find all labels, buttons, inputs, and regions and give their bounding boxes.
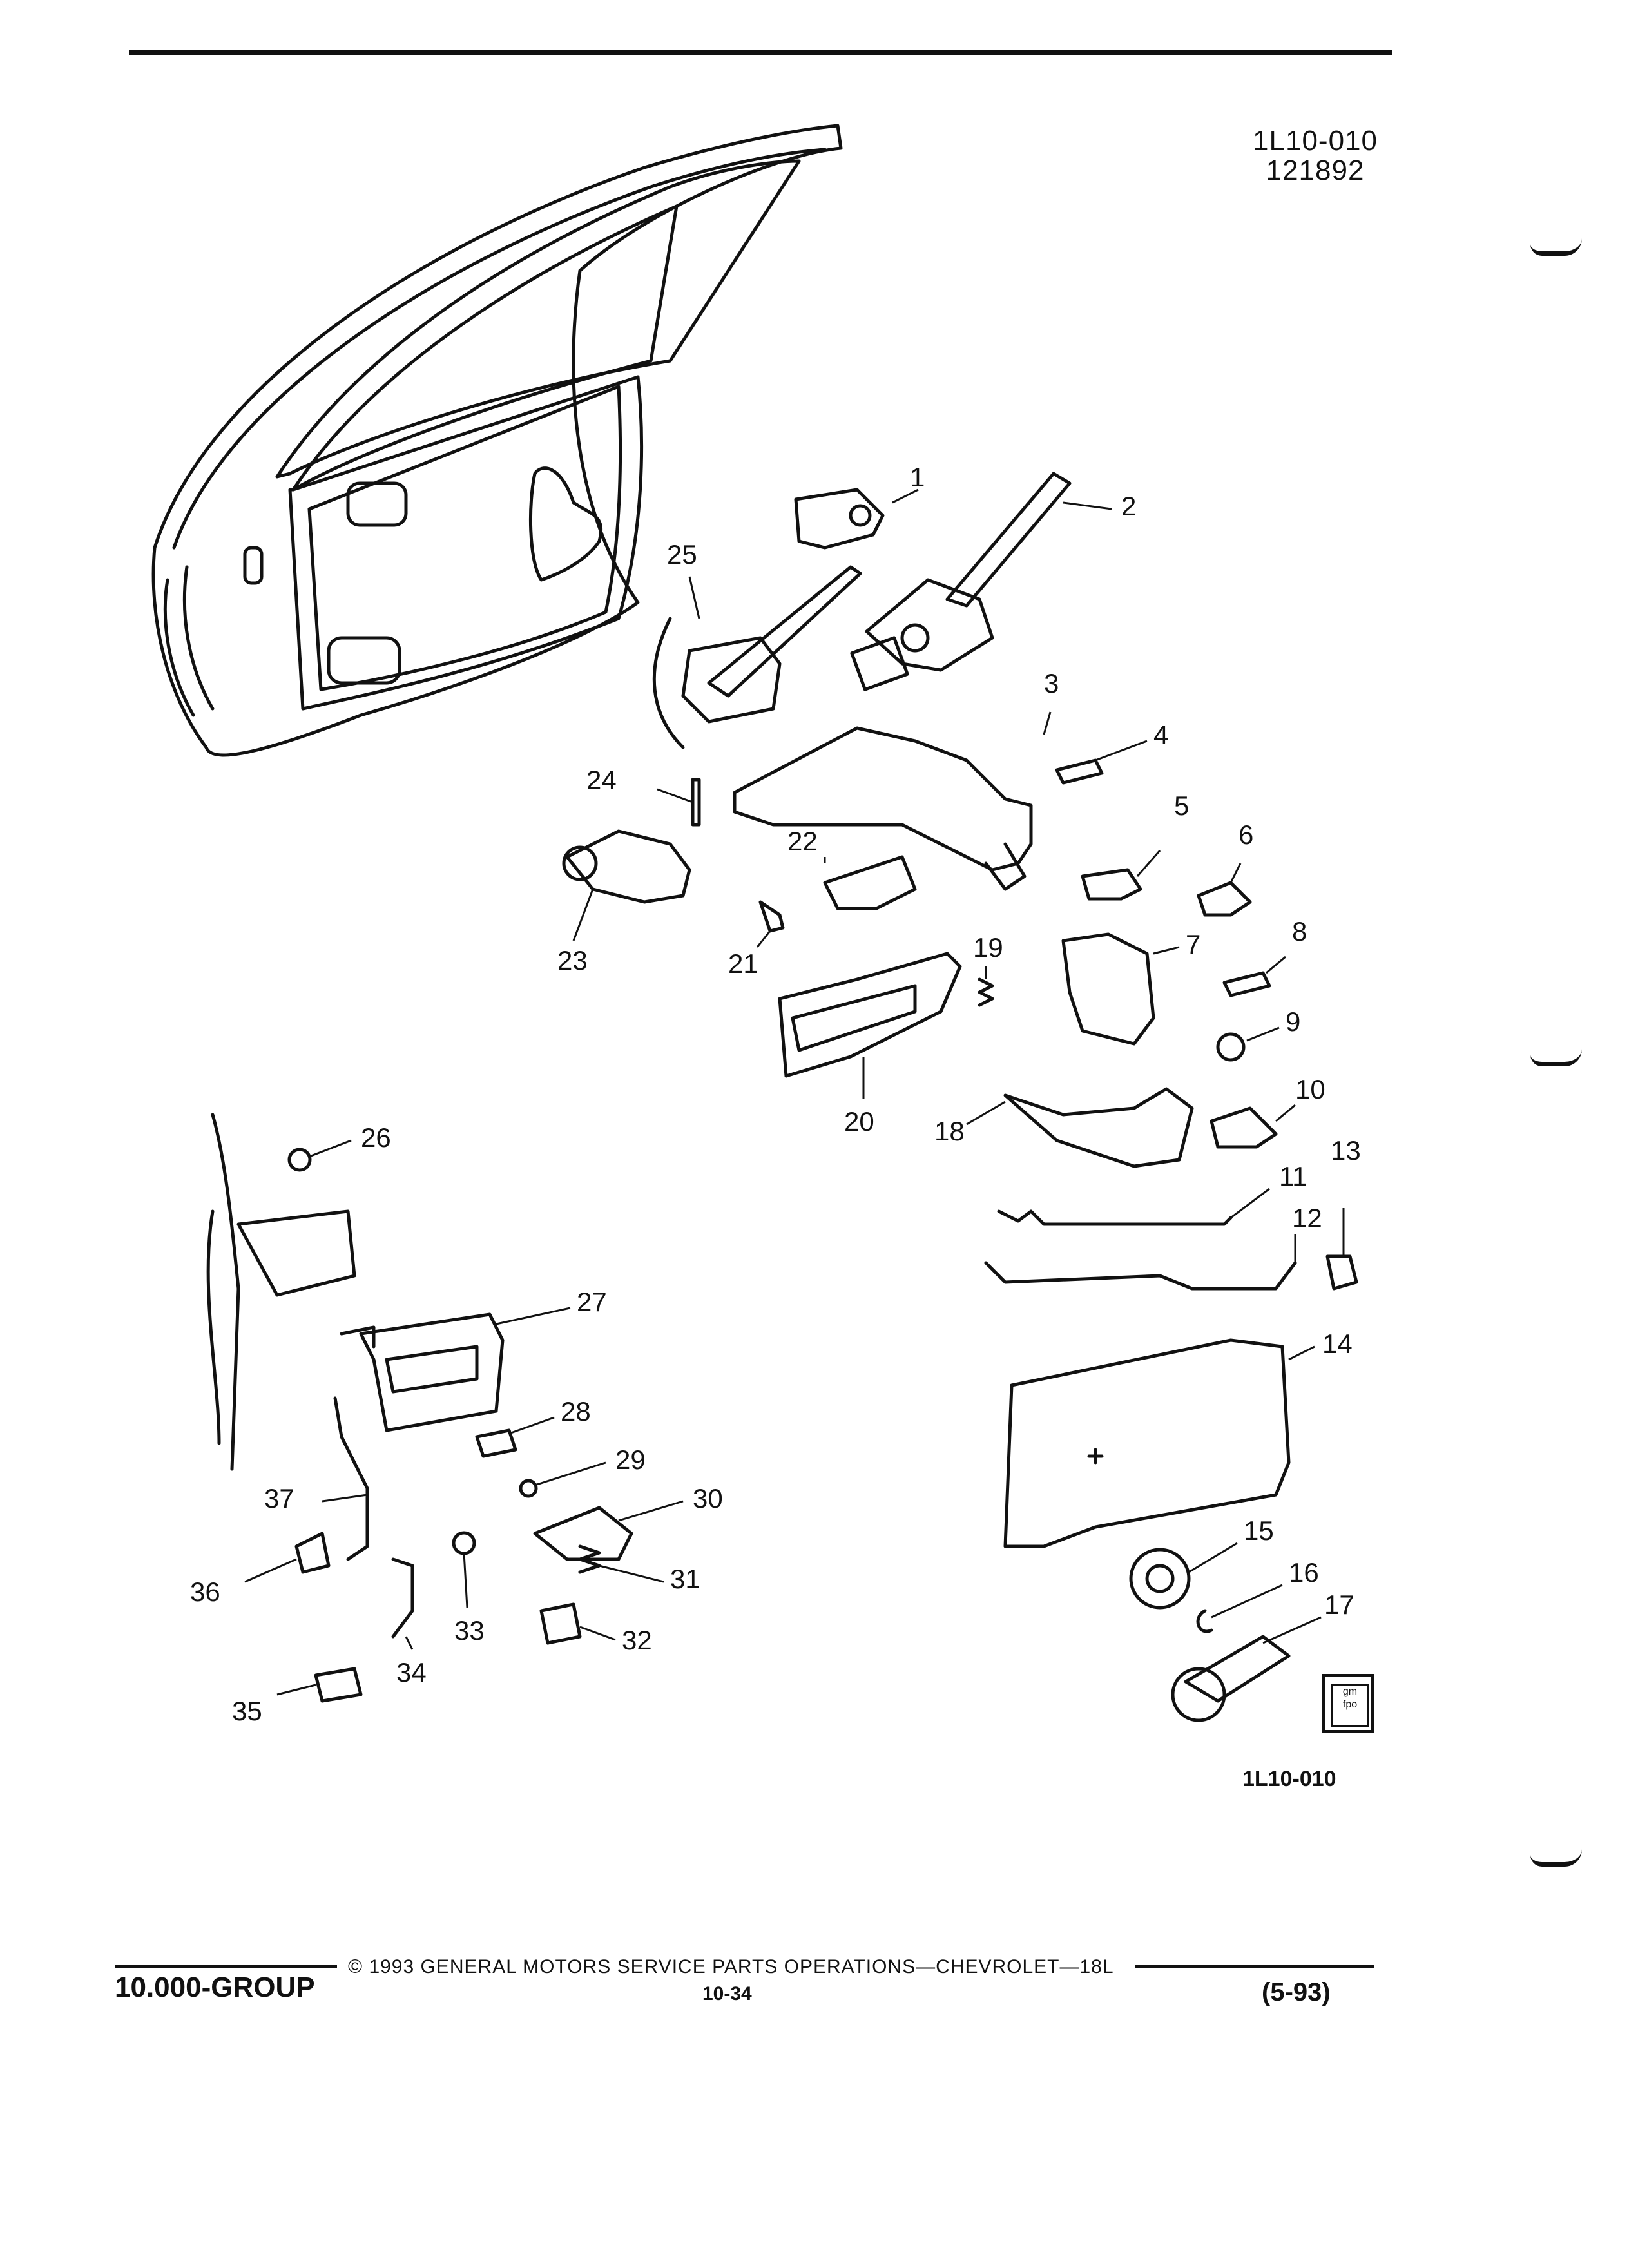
callout-12: 12 [1292, 1203, 1322, 1233]
part-22-bracket [823, 855, 917, 910]
part-9-clip [1216, 1032, 1246, 1062]
part-34-rod [391, 1557, 414, 1639]
callout-18: 18 [934, 1116, 965, 1146]
part-2-window-regulator [850, 472, 1072, 691]
callout-24: 24 [586, 765, 617, 795]
part-12-rod [984, 1261, 1297, 1291]
callout-3: 3 [1044, 668, 1059, 698]
part-23-regulator-motor [565, 829, 691, 904]
part-3-module [733, 726, 1033, 872]
binder-mark [1530, 1049, 1582, 1066]
callout-33: 33 [454, 1615, 485, 1646]
callout-27: 27 [577, 1287, 607, 1317]
part-16-clip [1196, 1609, 1213, 1633]
part-19-spring [978, 977, 994, 1007]
part-33-pawl [452, 1531, 476, 1555]
logo-text: gm fpo [1331, 1684, 1369, 1727]
callout-35: 35 [232, 1696, 262, 1726]
callout-19: 19 [973, 932, 1003, 963]
callout-31: 31 [670, 1564, 700, 1594]
callout-9: 9 [1286, 1006, 1300, 1037]
part-35-clip [314, 1667, 363, 1703]
callout-6: 6 [1239, 820, 1253, 850]
callout-32: 32 [622, 1625, 652, 1655]
part-30-lock-cylinder [533, 1506, 633, 1561]
callout-17: 17 [1324, 1590, 1354, 1620]
part-1-bracket [794, 488, 885, 550]
callout-30: 30 [693, 1483, 723, 1514]
part-29-clip [519, 1479, 538, 1498]
callout-36: 36 [190, 1577, 220, 1607]
callout-23: 23 [557, 945, 588, 975]
part-36-clip [294, 1532, 331, 1574]
callout-4: 4 [1153, 720, 1168, 750]
callout-7: 7 [1186, 929, 1200, 959]
outer-door-panel [206, 1113, 356, 1471]
callout-11: 11 [1279, 1161, 1307, 1191]
part-8-screw [1222, 971, 1271, 997]
part-26-bumper [287, 1148, 312, 1172]
figure-number: 121892 [1266, 155, 1365, 186]
top-rule [129, 50, 1392, 55]
part-25-window-regulator [652, 565, 862, 749]
part-10-clip [1210, 1106, 1278, 1149]
callout-21: 21 [728, 948, 758, 979]
part-37-rod [333, 1396, 369, 1561]
callout-1: 1 [910, 462, 925, 492]
callout-20: 20 [844, 1106, 874, 1137]
callout-14: 14 [1322, 1329, 1353, 1359]
binder-mark [1530, 1849, 1582, 1867]
part-20-inside-handle [778, 952, 962, 1078]
callout-26: 26 [361, 1122, 391, 1153]
part-6-clip [1197, 881, 1252, 917]
door-shell [151, 124, 843, 757]
callout-8: 8 [1292, 916, 1307, 947]
callout-34: 34 [396, 1657, 427, 1687]
part-28-clip [475, 1428, 517, 1458]
part-7-door-lock [1061, 932, 1155, 1046]
callout-22: 22 [787, 826, 818, 856]
part-5-clip [1081, 868, 1142, 901]
gm-spo-logo: gm fpo [1322, 1674, 1374, 1733]
callout-13: 13 [1331, 1135, 1361, 1166]
part-11-rod [997, 1209, 1233, 1226]
callout-15: 15 [1244, 1515, 1274, 1546]
callout-2: 2 [1121, 491, 1136, 521]
part-32-retainer [539, 1602, 582, 1645]
part-27-outside-handle [359, 1312, 505, 1432]
part-15-grommet [1129, 1548, 1191, 1610]
figure-id: 1L10-010 121892 [1253, 126, 1378, 186]
part-14-deflector [1003, 1338, 1291, 1548]
callout-29: 29 [615, 1445, 646, 1475]
part-13-clip [1325, 1254, 1358, 1291]
figure-code-bottom: 1L10-010 [1242, 1767, 1336, 1791]
callout-10: 10 [1295, 1074, 1325, 1104]
callout-25: 25 [667, 539, 697, 570]
callout-37: 37 [264, 1483, 294, 1514]
part-24-bolt [691, 778, 701, 827]
part-21-pin [758, 900, 785, 933]
callout-5: 5 [1174, 791, 1189, 821]
logo-line-2: fpo [1342, 1699, 1358, 1710]
binder-mark [1530, 238, 1582, 256]
part-18-lock-actuator [1003, 1087, 1194, 1168]
figure-code: 1L10-010 [1253, 125, 1378, 157]
logo-line-1: gm [1342, 1686, 1358, 1697]
part-17-window-crank [1184, 1635, 1291, 1703]
callout-28: 28 [561, 1396, 591, 1427]
part-4-screw [1055, 758, 1104, 785]
callout-16: 16 [1289, 1557, 1319, 1588]
part-31-spring [578, 1544, 601, 1574]
